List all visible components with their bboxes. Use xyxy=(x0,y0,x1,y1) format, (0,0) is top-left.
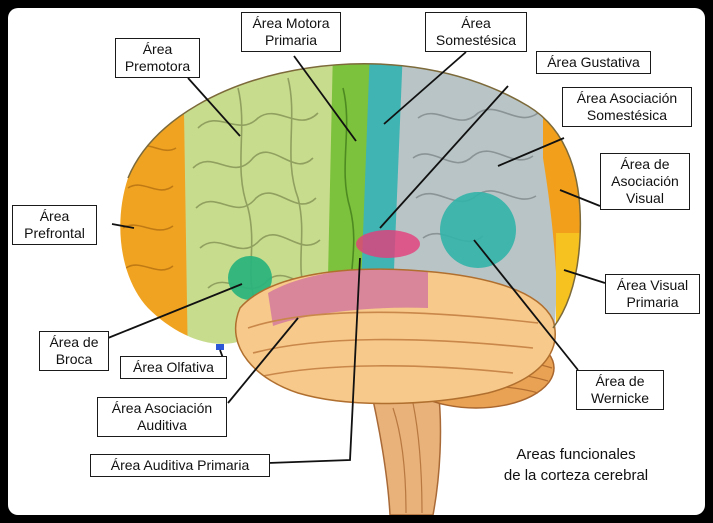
diagram-caption: Areas funcionales de la corteza cerebral xyxy=(476,444,676,486)
wernicke-area xyxy=(440,192,516,268)
label-olfativa: Área Olfativa xyxy=(120,356,227,379)
leader-lines xyxy=(107,51,606,464)
broca-area xyxy=(228,256,272,300)
label-motora: Área Motora Primaria xyxy=(241,12,341,52)
label-auditiva-primaria: Área Auditiva Primaria xyxy=(90,454,270,477)
caption-line-1: Areas funcionales xyxy=(516,446,636,463)
label-prefrontal: Área Prefrontal xyxy=(12,205,97,245)
label-asociacion-somestesica: Área Asociación Somestésica xyxy=(562,87,692,127)
label-wernicke: Área de Wernicke xyxy=(576,370,664,410)
caption-line-2: de la corteza cerebral xyxy=(503,467,649,484)
diagram-frame: Área Premotora Área Motora Primaria Área… xyxy=(8,8,705,515)
brain-illustration xyxy=(107,51,606,515)
label-somestesica: Área Somestésica xyxy=(425,12,527,52)
label-gustativa: Área Gustativa xyxy=(536,51,651,74)
label-premotora: Área Premotora xyxy=(115,38,200,78)
label-broca: Área de Broca xyxy=(39,331,109,371)
label-visual-primaria: Área Visual Primaria xyxy=(605,274,700,314)
label-asociacion-auditiva: Área Asociación Auditiva xyxy=(97,397,227,437)
label-asociacion-visual: Área de Asociación Visual xyxy=(600,153,690,210)
